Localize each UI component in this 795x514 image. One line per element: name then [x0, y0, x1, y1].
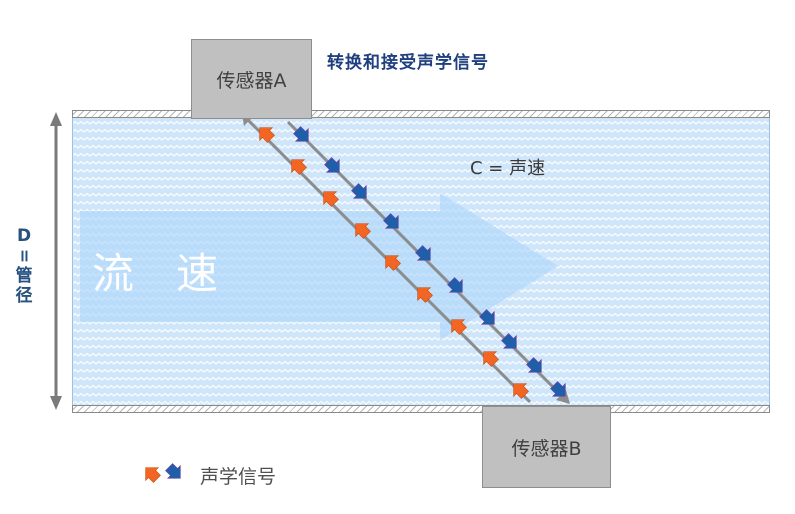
sensor-b-label: 传感器B	[511, 437, 582, 460]
diameter-label: D = 管 径	[12, 226, 36, 306]
diagram-title: 转换和接受声学信号	[327, 53, 489, 73]
sensor-a-label: 传感器A	[216, 69, 287, 92]
diameter-label-guan: 管	[15, 266, 33, 286]
pipe-wall-top	[72, 110, 770, 118]
sensor-a: 传感器A	[191, 39, 312, 119]
diameter-arrow	[50, 112, 62, 410]
sensor-b: 传感器B	[482, 406, 611, 488]
flow-velocity-arrow	[80, 193, 558, 340]
pipe-wall-bottom	[72, 405, 770, 413]
diameter-label-jing: 径	[15, 286, 33, 306]
pipe-body	[72, 118, 770, 405]
diameter-label-eq: =	[14, 248, 34, 264]
legend-icons	[138, 460, 188, 486]
legend-label: 声学信号	[200, 466, 277, 488]
sound-speed-label: C = 声速	[470, 158, 546, 179]
flow-velocity-label: 流 速	[92, 249, 219, 298]
diameter-label-d: D	[16, 226, 32, 246]
